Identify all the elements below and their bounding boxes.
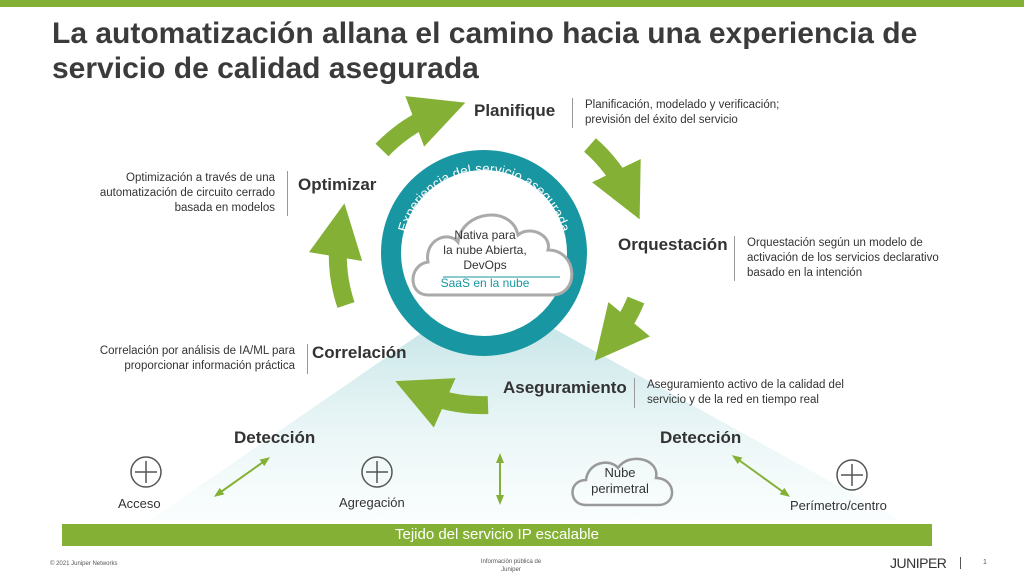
router-icon xyxy=(836,459,868,491)
arrow-orquestacion-aseguramiento xyxy=(594,296,651,361)
saas-label: SaaS en la nube xyxy=(440,276,530,290)
arrow-correlacion-optimizar xyxy=(308,203,363,308)
node-perimetro: Perímetro/centro xyxy=(790,498,887,513)
stage-orquestacion: Orquestación xyxy=(618,235,728,254)
node-agregacion: Agregación xyxy=(339,495,405,510)
link-arrow xyxy=(731,455,791,497)
desc-optimizar: Optimización a través de una automatizac… xyxy=(66,171,288,216)
arrow-aseguramiento-correlacion xyxy=(395,378,489,428)
ip-fabric-bar: Tejido del servicio IP escalable xyxy=(62,524,932,546)
copyright: © 2021 Juniper Networks xyxy=(50,561,118,567)
arrow-optimizar-planifique xyxy=(375,96,466,157)
cloud-line-2: la nube Abierta, xyxy=(443,243,527,257)
arrow-planifique-orquestacion xyxy=(583,138,641,220)
desc-correlacion: Correlación por análisis de IA/ML para p… xyxy=(66,344,308,374)
top-accent-bar xyxy=(0,0,1024,7)
desc-planifique: Planificación, modelado y verificación; … xyxy=(572,98,812,128)
router-icon xyxy=(361,456,393,488)
router-icon xyxy=(130,456,162,488)
desc-aseguramiento: Aseguramiento activo de la calidad del s… xyxy=(634,378,874,408)
stage-planifique: Planifique xyxy=(474,101,556,120)
node-acceso: Acceso xyxy=(118,496,161,511)
classification: Información pública de Juniper xyxy=(480,559,542,573)
link-arrow xyxy=(213,457,271,497)
cloud-native-icon xyxy=(411,213,574,297)
page-number: 1 xyxy=(983,559,987,566)
desc-orquestacion: Orquestación según un modelo de activaci… xyxy=(734,236,974,281)
stage-optimizar: Optimizar xyxy=(298,175,377,194)
stage-correlacion: Correlación xyxy=(312,343,407,362)
node-nube-perimetral: Nube perimetral xyxy=(591,465,649,496)
detection-left: Detección xyxy=(234,428,316,447)
cloud-line-3: DevOps xyxy=(463,258,507,272)
edge-cloud-icon xyxy=(571,457,674,507)
cloud-line-1: Nativa para xyxy=(454,228,516,242)
juniper-logo: JUNIPER xyxy=(890,555,947,571)
detection-right: Detección xyxy=(660,428,742,447)
network-triangle xyxy=(150,290,900,520)
stage-aseguramiento: Aseguramiento xyxy=(503,378,627,397)
slide-title: La automatización allana el camino hacia… xyxy=(52,17,918,85)
